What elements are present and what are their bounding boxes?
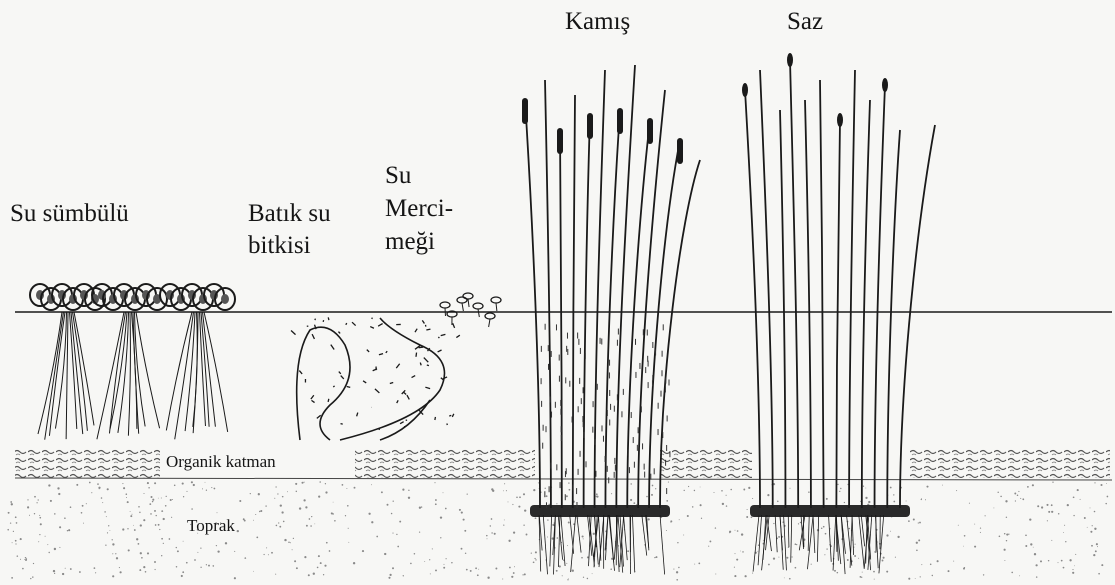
label-organik-katman: Organik katman <box>163 452 279 472</box>
label-batik-su-line2: bitkisi <box>248 232 311 261</box>
reed-plant <box>522 65 700 574</box>
label-su-mercimegi-line1: Su <box>385 162 411 191</box>
label-batik-su-line1: Batık su <box>248 200 331 229</box>
label-su-mercimegi-line2: Merci- <box>385 195 453 224</box>
label-toprak: Toprak <box>187 516 235 536</box>
label-su-mercimegi-line3: meği <box>385 228 435 257</box>
soil-speckles <box>7 481 1108 580</box>
duckweed-plants <box>440 293 501 327</box>
label-su-sumbulu: Su sümbülü <box>10 200 129 229</box>
label-kamis: Kamış <box>565 8 630 37</box>
water-hyacinth-plants <box>30 284 235 440</box>
rush-plant <box>742 53 935 574</box>
submerged-plant <box>291 317 460 440</box>
label-saz: Saz <box>787 8 823 37</box>
